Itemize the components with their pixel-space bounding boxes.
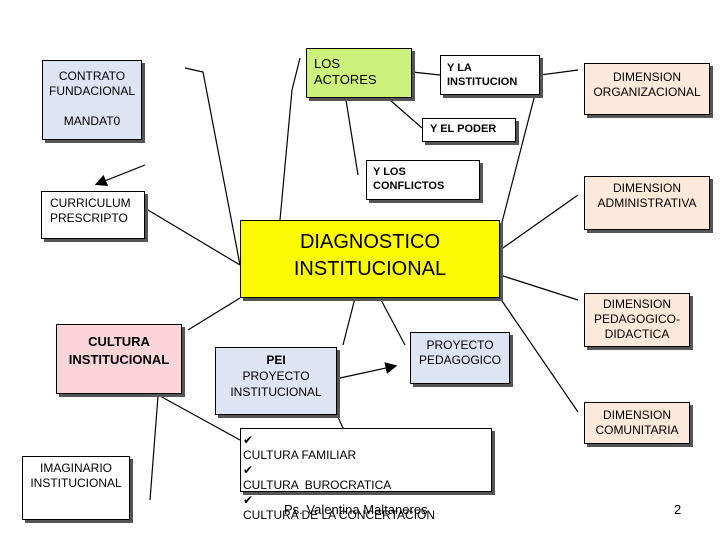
- node-label-line: INSTITUCION: [447, 76, 518, 88]
- link-pei-culturas: [336, 414, 344, 429]
- link-cultura-imaginario: [149, 395, 159, 501]
- node-label-line: INSTITUCIONAL: [293, 258, 447, 280]
- dimension-organizacional-node: DIMENSION ORGANIZACIONAL: [584, 63, 710, 115]
- link-curriculum-diagnostico: [147, 209, 241, 266]
- y-los-conflictos-node: Y LOS CONFLICTOS: [366, 160, 480, 200]
- link-actores-institucion: [411, 71, 441, 76]
- node-label-line: ORGANIZACIONAL: [593, 85, 701, 99]
- node-label-line: PRESCRIPTO: [50, 211, 128, 225]
- node-label-line: IMAGINARIO: [39, 461, 112, 475]
- node-label-line: CURRICULUM: [50, 196, 131, 210]
- link-cultura-diagnostico: [187, 297, 241, 331]
- node-label-line: PEI: [266, 353, 286, 367]
- list-item: ✔CULTURA BUROCRATICA: [243, 463, 491, 493]
- cultura-institucional-node: CULTURA INSTITUCIONAL: [56, 324, 182, 394]
- dimension-pedagogico-didactica-node: DIMENSION PEDAGOGICO- DIDACTICA: [584, 293, 690, 347]
- list-item: ✔CULTURA FAMILIAR: [243, 433, 491, 463]
- node-label-line: DIDACTICA: [604, 327, 670, 341]
- footer-author: Ps. Valentina Maltaneres: [284, 502, 428, 517]
- node-label-line: Y LA: [447, 62, 472, 74]
- node-label-line: ADMINISTRATIVA: [597, 196, 697, 210]
- node-label-line: Y LOS: [373, 166, 406, 178]
- link-actores-diagnostico: [279, 57, 301, 221]
- dimension-comunitaria-node: DIMENSION COMUNITARIA: [584, 402, 690, 444]
- node-label-line: CULTURA: [88, 334, 150, 349]
- link-diag-comunitaria: [499, 297, 579, 413]
- checkmark-icon: ✔: [243, 433, 254, 447]
- node-label-line: DIMENSION: [612, 70, 681, 84]
- checkmark-icon: ✔: [243, 463, 254, 477]
- node-label-line: DIMENSION: [602, 297, 671, 311]
- dimension-administrativa-node: DIMENSION ADMINISTRATIVA: [584, 176, 710, 230]
- link-diag-pedagogico: [499, 274, 579, 301]
- curriculum-prescripto-node: CURRICULUM PRESCRIPTO: [41, 191, 145, 239]
- link-actores-conflictos: [345, 99, 359, 176]
- node-label-line: CONFLICTOS: [373, 180, 445, 192]
- imaginario-institucional-node: IMAGINARIO INSTITUCIONAL: [22, 456, 130, 520]
- y-el-poder-node: Y EL PODER: [422, 118, 516, 142]
- link-pei-proyecto: [339, 362, 398, 379]
- y-la-institucion-node: Y LA INSTITUCION: [440, 55, 540, 95]
- node-label-line: DIMENSION: [612, 181, 681, 195]
- list-item-label: CULTURA BUROCRATICA: [243, 478, 392, 492]
- node-label: Y EL PODER: [430, 123, 497, 135]
- node-label-line: CONTRATO: [58, 69, 126, 83]
- node-label-line: INSTITUCIONAL: [230, 385, 322, 399]
- list-item-label: CULTURA FAMILIAR: [243, 448, 357, 462]
- node-label-line: PROYECTO: [242, 369, 310, 383]
- node-label-line: INSTITUCIONAL: [68, 352, 170, 367]
- node-label-line: MANDAT0: [63, 114, 121, 128]
- page-number: 2: [674, 502, 682, 517]
- node-label-line: DIMENSION: [602, 408, 671, 422]
- link-contrato-curriculum: [94, 164, 146, 187]
- contrato-fundacional-node: CONTRATO FUNDACIONAL MANDAT0: [42, 60, 142, 140]
- node-label-line: [43, 99, 141, 114]
- los-actores-node: LOS ACTORES: [306, 48, 412, 98]
- link-diagnostico-proyecto: [379, 297, 406, 346]
- list-item-label: CULTURA DE LA CONCERTACIÓN: [243, 508, 436, 522]
- node-label-line: COMUNITARIA: [595, 423, 679, 437]
- list-item: ✔CULTURA DE LA CONCERTACIÓN: [243, 493, 491, 523]
- node-label-line: LOS: [314, 56, 341, 71]
- diagnostico-institucional-node: DIAGNOSTICO INSTITUCIONAL: [240, 220, 500, 298]
- node-label-line: ACTORES: [314, 72, 377, 87]
- node-label-line: INSTITUCIONAL: [30, 476, 122, 490]
- culturas-list-node: ✔CULTURA FAMILIAR ✔CULTURA BUROCRATICA ✔…: [240, 428, 492, 522]
- proyecto-pedagogico-node: PROYECTO PEDAGOGICO: [410, 332, 510, 384]
- link-diag-administrativa: [499, 194, 579, 251]
- node-label-line: PEDAGOGICO: [418, 353, 501, 367]
- node-label-line: PROYECTO: [426, 338, 494, 352]
- link-diagnostico-pei: [342, 297, 356, 346]
- link-actores-poder: [389, 99, 423, 129]
- node-label-line: PEDAGOGICO-: [593, 312, 680, 326]
- link-contrato-diagnostico: [184, 67, 241, 266]
- link-diag-organizacional: [499, 69, 579, 231]
- link-cultura-culturas: [159, 395, 241, 441]
- node-label-line: FUNDACIONAL: [48, 84, 135, 98]
- pei-node: PEI PROYECTO INSTITUCIONAL: [215, 347, 337, 415]
- checkmark-icon: ✔: [243, 493, 254, 507]
- node-label-line: DIAGNOSTICO: [299, 231, 440, 253]
